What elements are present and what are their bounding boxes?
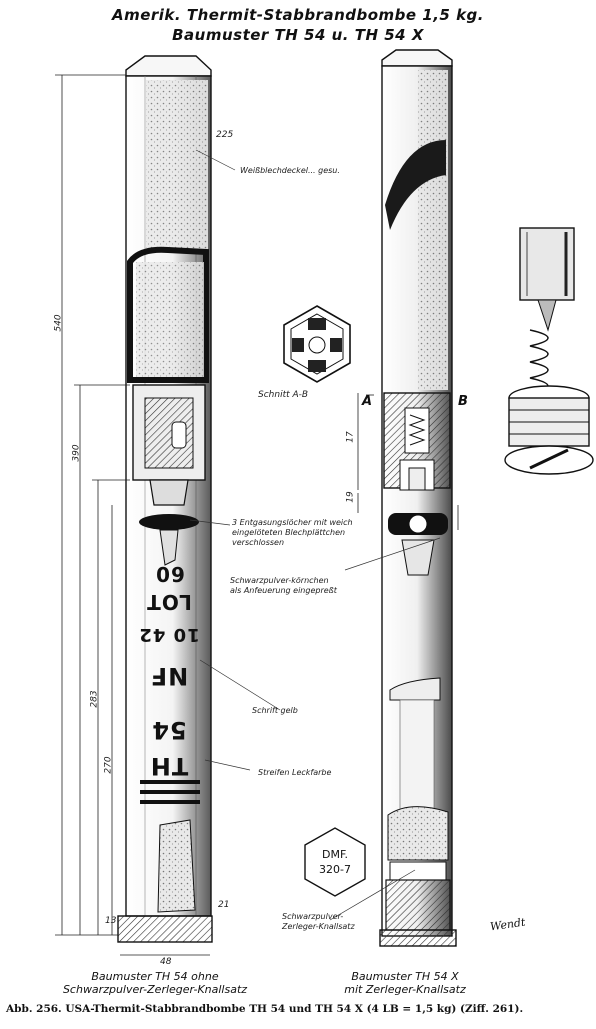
dim-540: 540 xyxy=(53,314,64,332)
section-view-a-b xyxy=(283,305,351,383)
dim-225: 225 xyxy=(216,130,234,140)
dim-13: 13 xyxy=(105,916,117,926)
label-streifen: Streifen Leckfarbe xyxy=(258,768,332,777)
left-cutaway-shell xyxy=(127,246,209,383)
marking-nf-no: 10 42 xyxy=(138,624,200,645)
dim-17: 17 xyxy=(345,431,356,443)
label-schwarzpulver-koerner: Schwarzpulver-körnchen als Anfeuerung ei… xyxy=(230,576,337,595)
dimension-lines xyxy=(55,74,459,956)
marking-lot-no: 60 xyxy=(155,562,185,586)
left-vent-disc xyxy=(139,514,199,530)
right-knallsatz-charge xyxy=(385,879,451,931)
dim-270: 270 xyxy=(103,756,114,774)
right-cutaway-shell xyxy=(385,140,446,230)
dmf-stamp-hexagon xyxy=(304,827,366,897)
diagram-title-line1: Amerik. Thermit-Stabbrandbombe 1,5 kg. xyxy=(111,6,484,24)
label-knallsatz: Schwarzpulver-Zerleger-Knallsatz xyxy=(282,912,355,931)
marking-th: TH xyxy=(149,752,189,780)
left-thermite-fill xyxy=(146,80,208,250)
leader-lines xyxy=(189,149,441,921)
right-bomb-th54x xyxy=(379,49,457,947)
caption-right-line1: Baumuster TH 54 X xyxy=(351,970,459,983)
left-bottom-cap xyxy=(117,915,213,943)
diagram-title-line2: Baumuster TH 54 u. TH 54 X xyxy=(172,26,424,44)
marking-lot: LOT xyxy=(146,590,192,614)
section-label-b: B xyxy=(458,394,468,409)
caption-left-line2: Schwarzpulver-Zerleger-Knallsatz xyxy=(62,983,248,996)
caption-left-line1: Baumuster TH 54 ohne xyxy=(91,970,219,983)
label-schnitt: Schnitt A-B xyxy=(258,390,309,400)
label-weissblech: Weißblechdeckel... gesu. xyxy=(240,166,340,175)
fuse-detail xyxy=(504,227,594,475)
marking-nf: NF xyxy=(149,662,189,690)
section-label-a: A xyxy=(362,394,373,409)
marking-th-no: 54 xyxy=(151,716,187,744)
label-entgasung: 3 Entgasungslöcher mit weich eingelötete… xyxy=(232,518,353,547)
dmf-stamp-line1: DMF. xyxy=(321,848,349,861)
label-schrift-gelb: Schrift gelb xyxy=(252,706,298,715)
dim-21: 21 xyxy=(218,900,230,910)
dim-390: 390 xyxy=(71,444,82,462)
dim-19: 19 xyxy=(345,491,356,503)
dim-48: 48 xyxy=(160,957,172,967)
caption-right-line2: mit Zerleger-Knallsatz xyxy=(344,983,466,996)
figure-caption: Abb. 256. USA-Thermit-Stabbrandbombe TH … xyxy=(6,1003,524,1015)
dmf-stamp-line2: 320-7 xyxy=(319,863,351,876)
dim-283: 283 xyxy=(89,690,100,708)
left-bomb-th54 xyxy=(117,55,213,943)
left-top-cap xyxy=(125,55,212,77)
